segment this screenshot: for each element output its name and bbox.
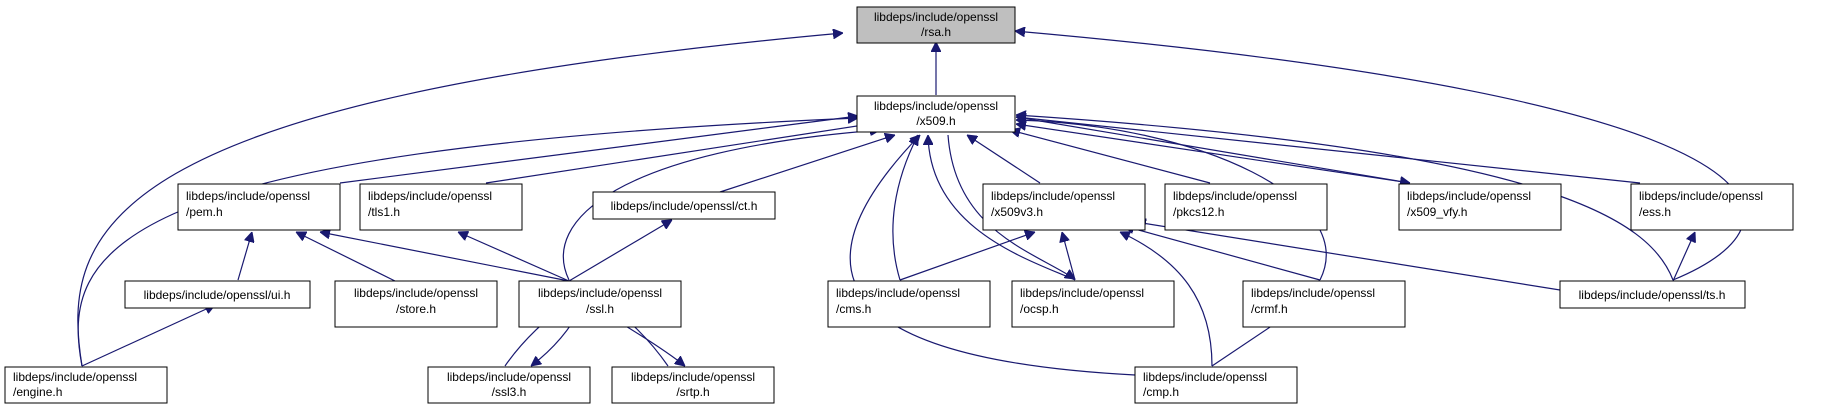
edge-crmf-to-x509 <box>1016 120 1327 281</box>
node-pem-h-line-2: /pem.h <box>186 205 223 219</box>
edge-x509-to-ocsp <box>947 134 1075 279</box>
edge-ssl-to-tls1 <box>458 232 570 282</box>
edge-engine-to-x509 <box>77 118 858 367</box>
node-x509-h[interactable]: libdeps/include/openssl /x509.h <box>856 95 1016 133</box>
edge-ocsp-to-x509v3 <box>1062 232 1076 281</box>
node-ts-h[interactable]: libdeps/include/openssl/ts.h <box>1559 280 1746 309</box>
node-x509-vfy-h-line-2: /x509_vfy.h <box>1407 205 1467 219</box>
node-ssl-h[interactable]: libdeps/include/openssl /ssl.h <box>518 280 682 328</box>
edge-crmf-to-x509v3 <box>1124 226 1321 281</box>
node-ess-h[interactable]: libdeps/include/openssl /ess.h <box>1630 183 1794 231</box>
node-ssl3-h-line-2: /ssl3.h <box>492 385 527 399</box>
edge-x509-to-x509vfy <box>1015 116 1410 183</box>
node-cms-h-line-2: /cms.h <box>836 302 871 316</box>
node-x509-vfy-h-line-1: libdeps/include/openssl <box>1407 189 1531 203</box>
edge-ssl-to-x509 <box>562 130 880 281</box>
node-ess-h-line-2: /ess.h <box>1639 205 1671 219</box>
node-engine-h-line-2: /engine.h <box>13 385 62 399</box>
edge-ts-to-x509v3 <box>1136 222 1561 291</box>
node-ocsp-h[interactable]: libdeps/include/openssl /ocsp.h <box>1011 280 1175 328</box>
node-crmf-h-line-1: libdeps/include/openssl <box>1251 286 1375 300</box>
node-pkcs12-h-line-1: libdeps/include/openssl <box>1173 189 1297 203</box>
node-pkcs12-h[interactable]: libdeps/include/openssl /pkcs12.h <box>1164 183 1328 231</box>
node-crmf-h[interactable]: libdeps/include/openssl /crmf.h <box>1242 280 1406 328</box>
node-pem-h-line-1: libdeps/include/openssl <box>186 189 310 203</box>
edge-store-to-pem <box>296 232 396 282</box>
node-pem-h[interactable]: libdeps/include/openssl /pem.h <box>177 183 341 231</box>
node-cms-h-line-1: libdeps/include/openssl <box>836 286 960 300</box>
node-x509-h-line-2: /x509.h <box>916 114 955 128</box>
node-store-h-line-2: /store.h <box>396 302 436 316</box>
node-x509v3-h-line-2: /x509v3.h <box>991 205 1043 219</box>
node-ui-h-line-1: libdeps/include/openssl/ui.h <box>144 288 291 302</box>
node-x509v3-h[interactable]: libdeps/include/openssl /x509v3.h <box>982 183 1146 231</box>
edge-engine-to-ui <box>81 305 215 367</box>
edge-ocsp-to-x509 <box>928 135 1076 281</box>
edge-ess-to-x509 <box>1016 117 1641 184</box>
edge-pkcs12-to-x509 <box>1010 130 1211 184</box>
node-ct-h-line-1: libdeps/include/openssl/ct.h <box>611 199 758 213</box>
node-ssl3-h-line-1: libdeps/include/openssl <box>447 370 571 384</box>
node-ts-h-line-1: libdeps/include/openssl/ts.h <box>1579 288 1726 302</box>
nodes: libdeps/include/openssl /rsa.h libdeps/i… <box>4 6 1794 404</box>
edge-cms-to-x509 <box>892 135 919 281</box>
edge-ssl-to-ct <box>568 220 672 282</box>
node-rsa-h-line-2: /rsa.h <box>921 25 951 39</box>
node-srtp-h-line-2: /srtp.h <box>676 385 709 399</box>
node-tls1-h-line-1: libdeps/include/openssl <box>368 189 492 203</box>
edge-engine-to-rsa <box>77 33 843 367</box>
node-ocsp-h-line-1: libdeps/include/openssl <box>1020 286 1144 300</box>
node-tls1-h-line-2: /tls1.h <box>368 205 400 219</box>
node-x509v3-h-line-1: libdeps/include/openssl <box>991 189 1115 203</box>
node-tls1-h[interactable]: libdeps/include/openssl /tls1.h <box>359 183 523 231</box>
node-ui-h[interactable]: libdeps/include/openssl/ui.h <box>124 280 311 309</box>
node-engine-h-line-1: libdeps/include/openssl <box>13 370 137 384</box>
node-cms-h[interactable]: libdeps/include/openssl /cms.h <box>827 280 991 328</box>
node-ssl-h-line-2: /ssl.h <box>586 302 614 316</box>
node-cmp-h-line-1: libdeps/include/openssl <box>1143 370 1267 384</box>
edge-cmp-to-x509 <box>849 135 1136 376</box>
node-engine-h[interactable]: libdeps/include/openssl /engine.h <box>4 366 168 404</box>
node-cmp-h[interactable]: libdeps/include/openssl /cmp.h <box>1134 366 1298 404</box>
edge-ts-to-ess <box>1672 232 1695 282</box>
edge-pem-to-x509 <box>339 116 858 184</box>
edge-ui-to-pem <box>237 232 252 281</box>
node-rsa-h-line-1: libdeps/include/openssl <box>874 10 998 24</box>
edge-cmp-to-x509v3 <box>1120 232 1213 367</box>
node-srtp-h[interactable]: libdeps/include/openssl /srtp.h <box>611 366 775 404</box>
edge-ssl-to-pem <box>320 232 570 282</box>
node-ess-h-line-1: libdeps/include/openssl <box>1639 189 1763 203</box>
node-ssl3-h[interactable]: libdeps/include/openssl /ssl3.h <box>427 366 591 404</box>
node-crmf-h-line-2: /crmf.h <box>1251 302 1288 316</box>
node-cmp-h-line-2: /cmp.h <box>1143 385 1179 399</box>
edge-tls1-to-x509 <box>485 124 870 184</box>
edge-x509v3-to-x509 <box>967 135 1041 184</box>
node-srtp-h-line-1: libdeps/include/openssl <box>631 370 755 384</box>
node-x509-vfy-h[interactable]: libdeps/include/openssl /x509_vfy.h <box>1398 183 1562 231</box>
node-pkcs12-h-line-2: /pkcs12.h <box>1173 205 1224 219</box>
edge-cms-to-x509v3 <box>899 232 1035 281</box>
edge-ct-to-x509 <box>719 135 895 193</box>
edge-ts-to-rsa <box>1015 31 1745 281</box>
node-rsa-h[interactable]: libdeps/include/openssl /rsa.h <box>856 6 1016 44</box>
node-ssl-h-line-1: libdeps/include/openssl <box>538 286 662 300</box>
node-store-h-line-1: libdeps/include/openssl <box>354 286 478 300</box>
edge-x509vfy-to-x509 <box>1016 124 1411 184</box>
node-ct-h[interactable]: libdeps/include/openssl/ct.h <box>592 191 776 220</box>
node-x509-h-line-1: libdeps/include/openssl <box>874 99 998 113</box>
node-store-h[interactable]: libdeps/include/openssl /store.h <box>334 280 498 328</box>
node-ocsp-h-line-2: /ocsp.h <box>1020 302 1059 316</box>
